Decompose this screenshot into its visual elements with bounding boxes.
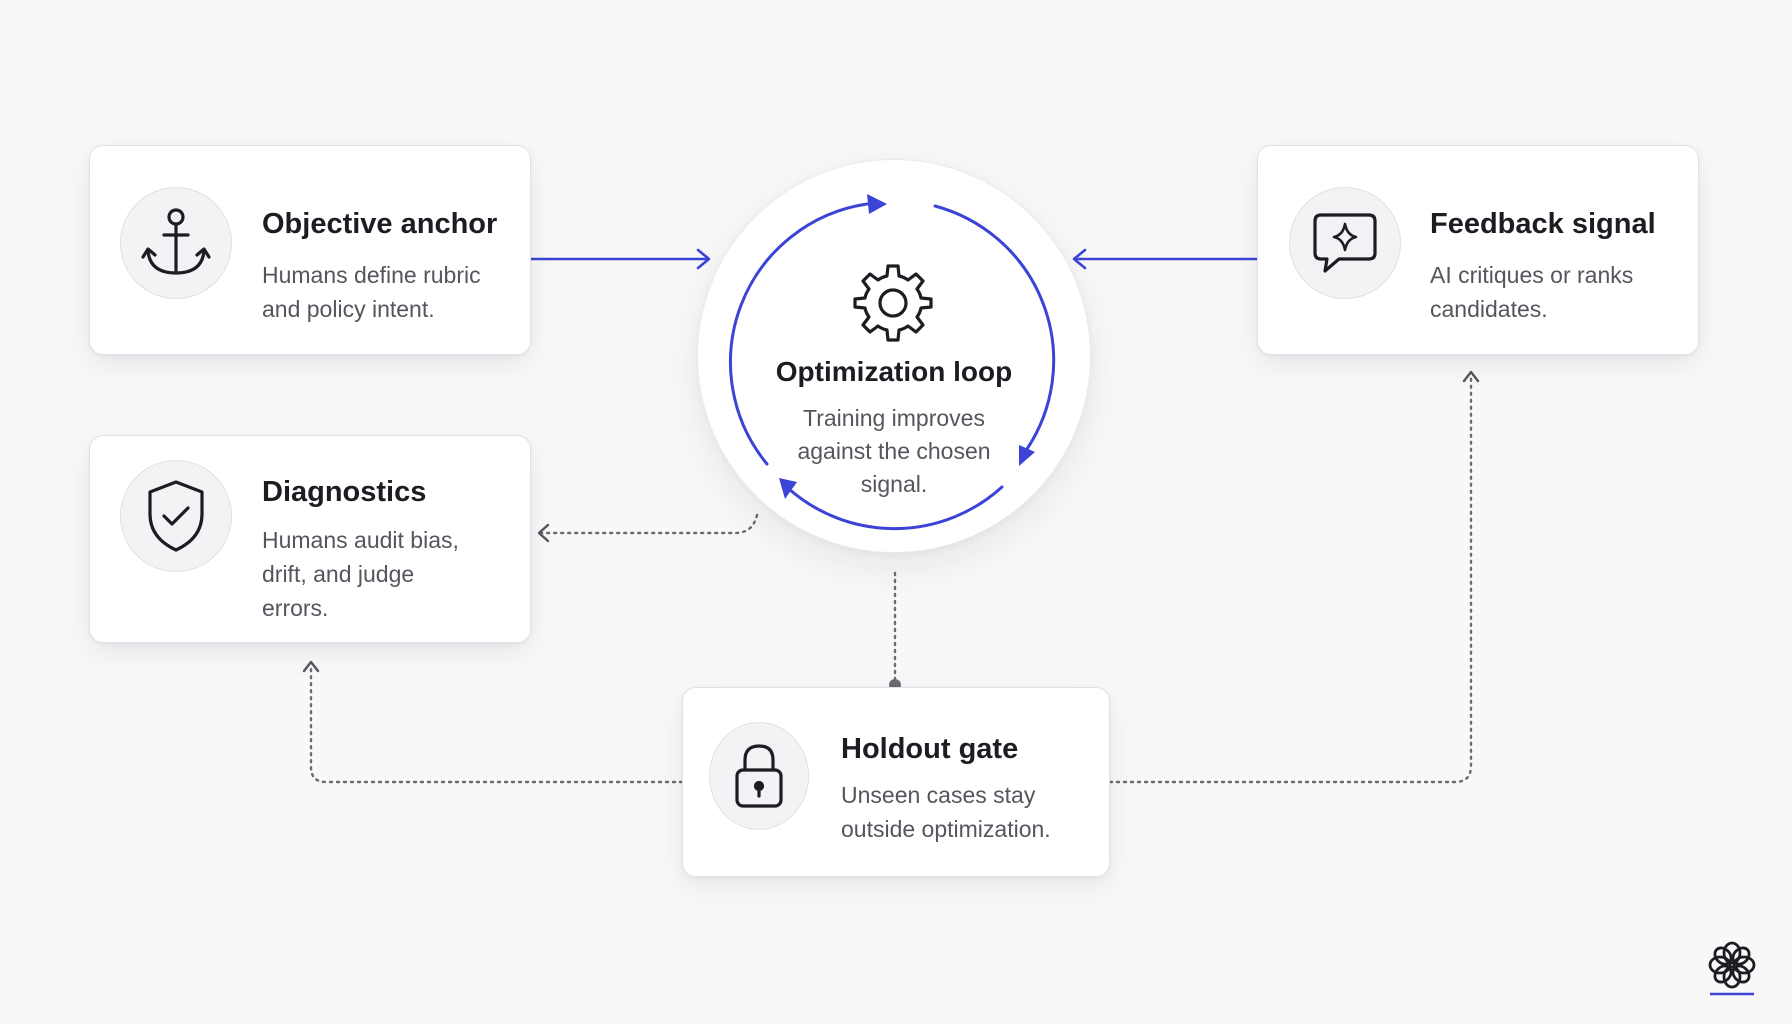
edge-loop-to-diagnostics-arrowhead <box>537 523 550 543</box>
loop-arc-bottom <box>787 485 1004 531</box>
edge-holdout-to-diagnostics <box>309 663 684 784</box>
loop-arrowhead-bottom <box>779 478 797 499</box>
edge-holdout-to-feedback <box>1108 373 1473 784</box>
diagnostics-description: Humans audit bias, drift, and judge erro… <box>262 527 459 621</box>
anchor-icon <box>120 187 232 299</box>
holdout-gate-title: Holdout gate <box>841 733 1019 765</box>
loop-arc-right <box>933 204 1056 451</box>
feedback-signal-description: AI critiques or ranks candidates. <box>1430 262 1634 322</box>
chat-sparkle-icon <box>1289 187 1401 299</box>
optimization-loop-description: Training improves against the chosen sig… <box>797 405 991 497</box>
flower-knot-logo-icon <box>1708 941 1756 997</box>
loop-arc-left <box>729 202 869 466</box>
feedback-signal-title: Feedback signal <box>1430 208 1656 240</box>
loop-arrowhead-right <box>1019 445 1035 466</box>
shield-check-icon <box>120 460 232 572</box>
optimization-loop-title: Optimization loop <box>775 356 1013 387</box>
loop-cycle-arrows <box>729 194 1056 531</box>
holdout-gate-description: Unseen cases stay outside optimization. <box>841 782 1051 842</box>
gear-icon <box>852 261 934 343</box>
edge-objective-to-loop-arrowhead <box>696 248 711 270</box>
diagnostics-title: Diagnostics <box>262 476 427 508</box>
objective-anchor-description: Humans define rubric and policy intent. <box>262 262 481 322</box>
edge-feedback-to-loop-arrowhead <box>1072 248 1087 270</box>
optimization-loop-node <box>697 159 1091 553</box>
edge-holdout-to-feedback-arrowhead <box>1462 370 1480 383</box>
edge-loop-to-diagnostics <box>540 513 759 535</box>
edge-holdout-to-diagnostics-arrowhead <box>302 660 320 673</box>
loop-arrowhead-top <box>867 194 887 214</box>
objective-anchor-title: Objective anchor <box>262 208 498 240</box>
lock-icon <box>709 722 809 830</box>
